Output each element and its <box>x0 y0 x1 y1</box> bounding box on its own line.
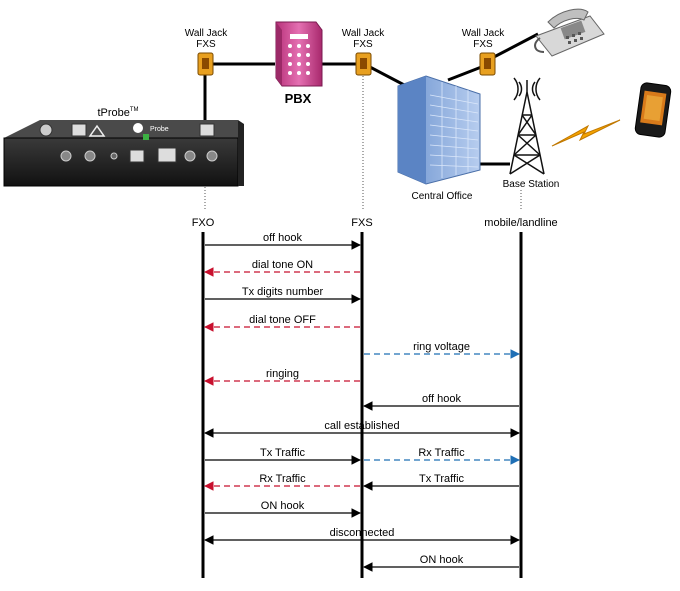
tprobe-device-icon: tProbeTM Probe <box>3 107 244 187</box>
lanes: FXO FXS mobile/landline <box>192 217 558 578</box>
base-station-label: Base Station <box>503 179 560 190</box>
base-station-icon: Base Station <box>503 77 560 190</box>
lane-label-mobile: mobile/landline <box>484 217 557 229</box>
desk-phone-icon <box>534 8 605 57</box>
message-label: ring voltage <box>413 341 470 353</box>
message-label: off hook <box>422 393 461 405</box>
pbx-label: PBX <box>285 91 312 106</box>
message-label: dial tone ON <box>252 259 313 271</box>
svg-text:Probe: Probe <box>150 126 169 133</box>
message-12: Tx Traffic <box>363 473 519 491</box>
message-label: Rx Traffic <box>418 447 465 459</box>
message-label: ON hook <box>261 500 305 512</box>
message-label: ringing <box>266 368 299 380</box>
message-label: off hook <box>263 232 302 244</box>
message-label: Tx Traffic <box>419 473 465 485</box>
message-14: disconnected <box>204 527 520 545</box>
messages: off hook dial tone ON Tx digits number dial… <box>204 232 520 572</box>
message-8: call established <box>204 420 520 438</box>
central-office-icon: Central Office <box>397 75 481 202</box>
message-11: Rx Traffic <box>204 473 360 491</box>
mobile-phone-icon <box>634 82 672 138</box>
tprobe-label: tProbeTM <box>97 107 138 119</box>
wireless-bolt-icon <box>551 119 621 147</box>
message-4: dial tone OFF <box>204 314 360 332</box>
message-label: Tx digits number <box>242 286 324 298</box>
message-5: ring voltage <box>364 341 520 359</box>
message-7: off hook <box>363 393 519 411</box>
message-label: Rx Traffic <box>259 473 306 485</box>
message-6: ringing <box>204 368 360 386</box>
message-9: Tx Traffic <box>205 447 361 465</box>
message-label: Tx Traffic <box>260 447 306 459</box>
message-2: dial tone ON <box>204 259 360 277</box>
message-label: call established <box>324 420 399 432</box>
lane-label-fxo: FXO <box>192 217 215 229</box>
message-15: ON hook <box>363 554 519 572</box>
pbx-icon: PBX <box>275 21 323 106</box>
message-10: Rx Traffic <box>364 447 520 465</box>
message-13: ON hook <box>205 500 361 518</box>
message-3: Tx digits number <box>205 286 361 304</box>
cable-co-jack <box>447 64 485 82</box>
cable-jack-phone <box>491 32 539 60</box>
lane-label-fxs: FXS <box>351 217 372 229</box>
message-1: off hook <box>205 232 361 250</box>
central-office-label: Central Office <box>412 191 473 202</box>
message-label: ON hook <box>420 554 464 566</box>
message-label: dial tone OFF <box>249 314 316 326</box>
message-label: disconnected <box>330 527 395 539</box>
